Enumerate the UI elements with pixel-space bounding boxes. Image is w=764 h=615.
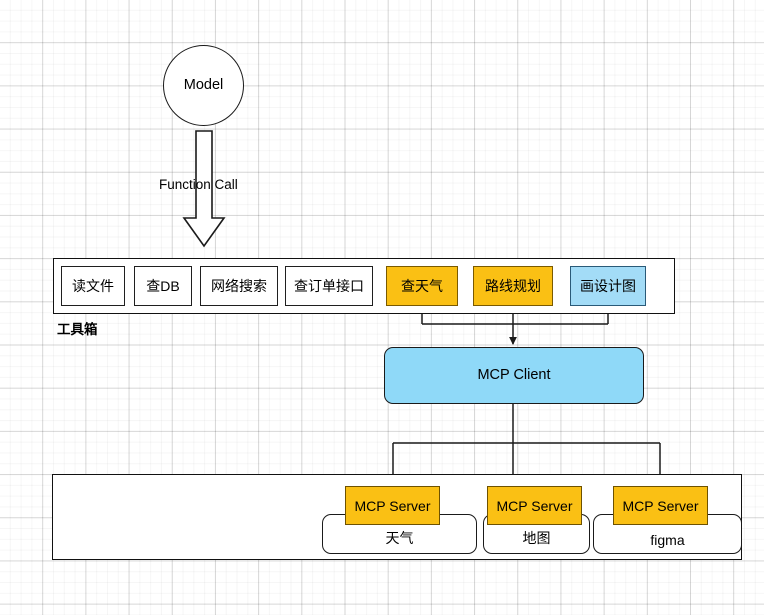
server-badge-2[interactable]: MCP Server (613, 486, 708, 525)
tool-chip-5[interactable]: 路线规划 (473, 266, 553, 306)
tool-chip-3[interactable]: 查订单接口 (285, 266, 373, 306)
tool-chip-2[interactable]: 网络搜索 (200, 266, 278, 306)
server-badge-0[interactable]: MCP Server (345, 486, 440, 525)
client-to-servers-wires (389, 404, 664, 484)
tool-chip-4[interactable]: 查天气 (386, 266, 458, 306)
mcp-client-node: MCP Client (384, 347, 644, 404)
toolbox-caption: 工具箱 (57, 321, 98, 337)
tool-chip-6[interactable]: 画设计图 (570, 266, 646, 306)
server-badge-1[interactable]: MCP Server (487, 486, 582, 525)
tool-chip-1[interactable]: 查DB (134, 266, 192, 306)
function-call-label: Function Call (159, 176, 238, 192)
tool-chip-0[interactable]: 读文件 (61, 266, 125, 306)
model-node: Model (163, 45, 244, 126)
